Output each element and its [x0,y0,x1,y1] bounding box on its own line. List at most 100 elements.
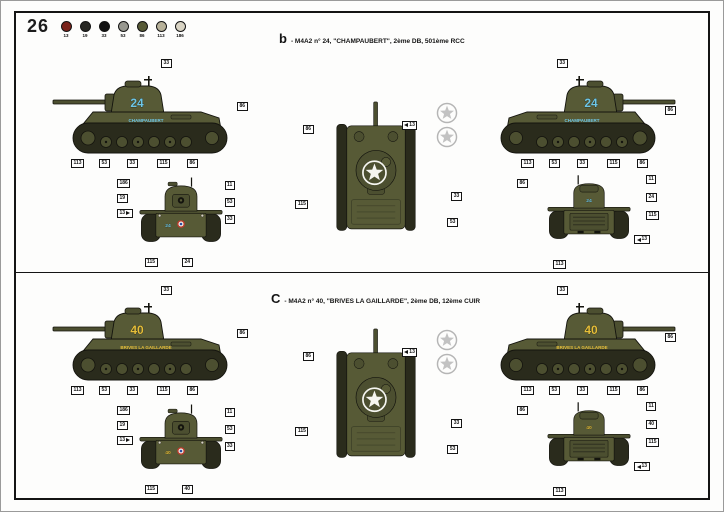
paint-ref: 33 [101,33,107,38]
callout-33: 33 [224,215,236,225]
callout-113: 113 [521,158,535,168]
callout-86: 86 [665,106,676,116]
callout-label: 113 [523,386,532,393]
callout-label: 113 [555,487,564,494]
callout-label: 86 [639,159,646,166]
callout-53: 53 [549,385,560,395]
callout-label: 115 [648,211,657,218]
callout-label: 33 [227,216,233,223]
star-decal-icon [436,353,458,375]
callout-113: 113 [553,486,567,496]
callout-186: 186 [117,178,131,188]
callout-186: 186 [117,405,131,415]
paint-palette: 13 19 33 53 86 113 186 [59,21,187,38]
paint-ref: 19 [82,33,88,38]
callout-11: 11 [224,181,235,191]
callout-label: 186 [119,179,128,186]
tank-name: BRIVES LA GAILLARDE [120,345,171,350]
arrow-left-icon [636,464,641,469]
callout-40: 40 [646,419,657,429]
arrow-left-icon [404,350,409,355]
callout-11: 11 [646,174,657,184]
paint-ref: 113 [157,33,165,38]
callout-label: 86 [239,102,246,109]
callout-label: 115 [159,386,168,393]
callout-86: 86 [187,158,198,168]
paint-ref: 13 [63,33,69,38]
callout-label: 115 [609,159,618,166]
callout-115: 115 [157,158,171,168]
paint-pot-icon [60,21,72,32]
callout-113: 113 [553,259,567,269]
section-c-title: - M4A2 n° 40, "BRIVES LA GAILLARDE", 2èm… [284,298,481,305]
callout-label: 86 [667,107,674,114]
tank-name: CHAMPAUBERT [129,118,164,123]
page-number: 26 [27,16,50,36]
page-frame [14,11,710,500]
turret-number: 24 [584,96,598,110]
callout-53: 53 [224,425,236,435]
tank-name: BRIVES LA GAILLARDE [556,345,607,350]
callout-53: 53 [99,385,110,395]
callout-113: 113 [71,385,85,395]
callout-label: 86 [239,329,246,336]
callout-label: 33 [559,287,566,293]
section-c-letter: C [271,291,281,306]
callout-115: 115 [144,258,158,268]
callout-53: 53 [447,444,458,454]
paint-pot-icon [136,21,148,32]
paint-swatch-33: 33 [97,21,111,38]
turret-rear-number: 40 [586,425,592,431]
callout-115: 115 [646,210,660,220]
callout-53: 53 [224,198,236,208]
tank-side-illustration: 40 BRIVES LA GAILLARDE [51,298,251,398]
paint-pot-icon [155,21,167,32]
callout-label: 115 [648,438,657,445]
callout-label: 115 [609,386,618,393]
callout-53: 53 [549,158,560,168]
paint-ref: 86 [139,33,145,38]
callout-label: 86 [305,126,312,132]
paint-swatch-186: 186 [173,21,187,38]
callout-label: 86 [519,407,526,414]
callout-86: 86 [237,328,248,338]
callout-115: 115 [646,437,660,447]
callout-label: 13 [409,348,415,355]
callout-label: 53 [449,445,456,452]
callout-19: 19 [117,420,128,430]
callout-label: 53 [551,159,558,166]
callout-113: 113 [521,385,535,395]
paint-swatch-86: 86 [135,21,149,38]
callout-label: 33 [579,159,586,166]
paint-swatch-53: 53 [116,21,130,38]
callout-33: 33 [577,158,588,168]
callout-13: 13 [401,347,418,357]
section-b-letter: b [279,31,287,46]
paint-ref: 53 [120,33,126,38]
callout-86: 86 [517,179,528,189]
callout-label: 115 [147,486,156,493]
turret-rear-number: 24 [586,198,592,204]
callout-label: 115 [297,201,306,208]
callout-13: 13 [634,462,650,472]
callout-86: 86 [637,158,648,168]
turret-number: 24 [130,96,144,110]
hull-number: 24 [165,223,171,229]
callout-113: 113 [71,158,85,168]
callout-33: 33 [161,286,172,295]
callout-label: 86 [667,334,674,341]
callout-13: 13 [117,208,133,218]
section-c-header: C - M4A2 n° 40, "BRIVES LA GAILLARDE", 2… [271,291,480,306]
turret-number: 40 [584,323,598,337]
callout-label: 86 [189,159,196,166]
callout-53: 53 [447,217,458,227]
callout-33: 33 [127,158,138,168]
